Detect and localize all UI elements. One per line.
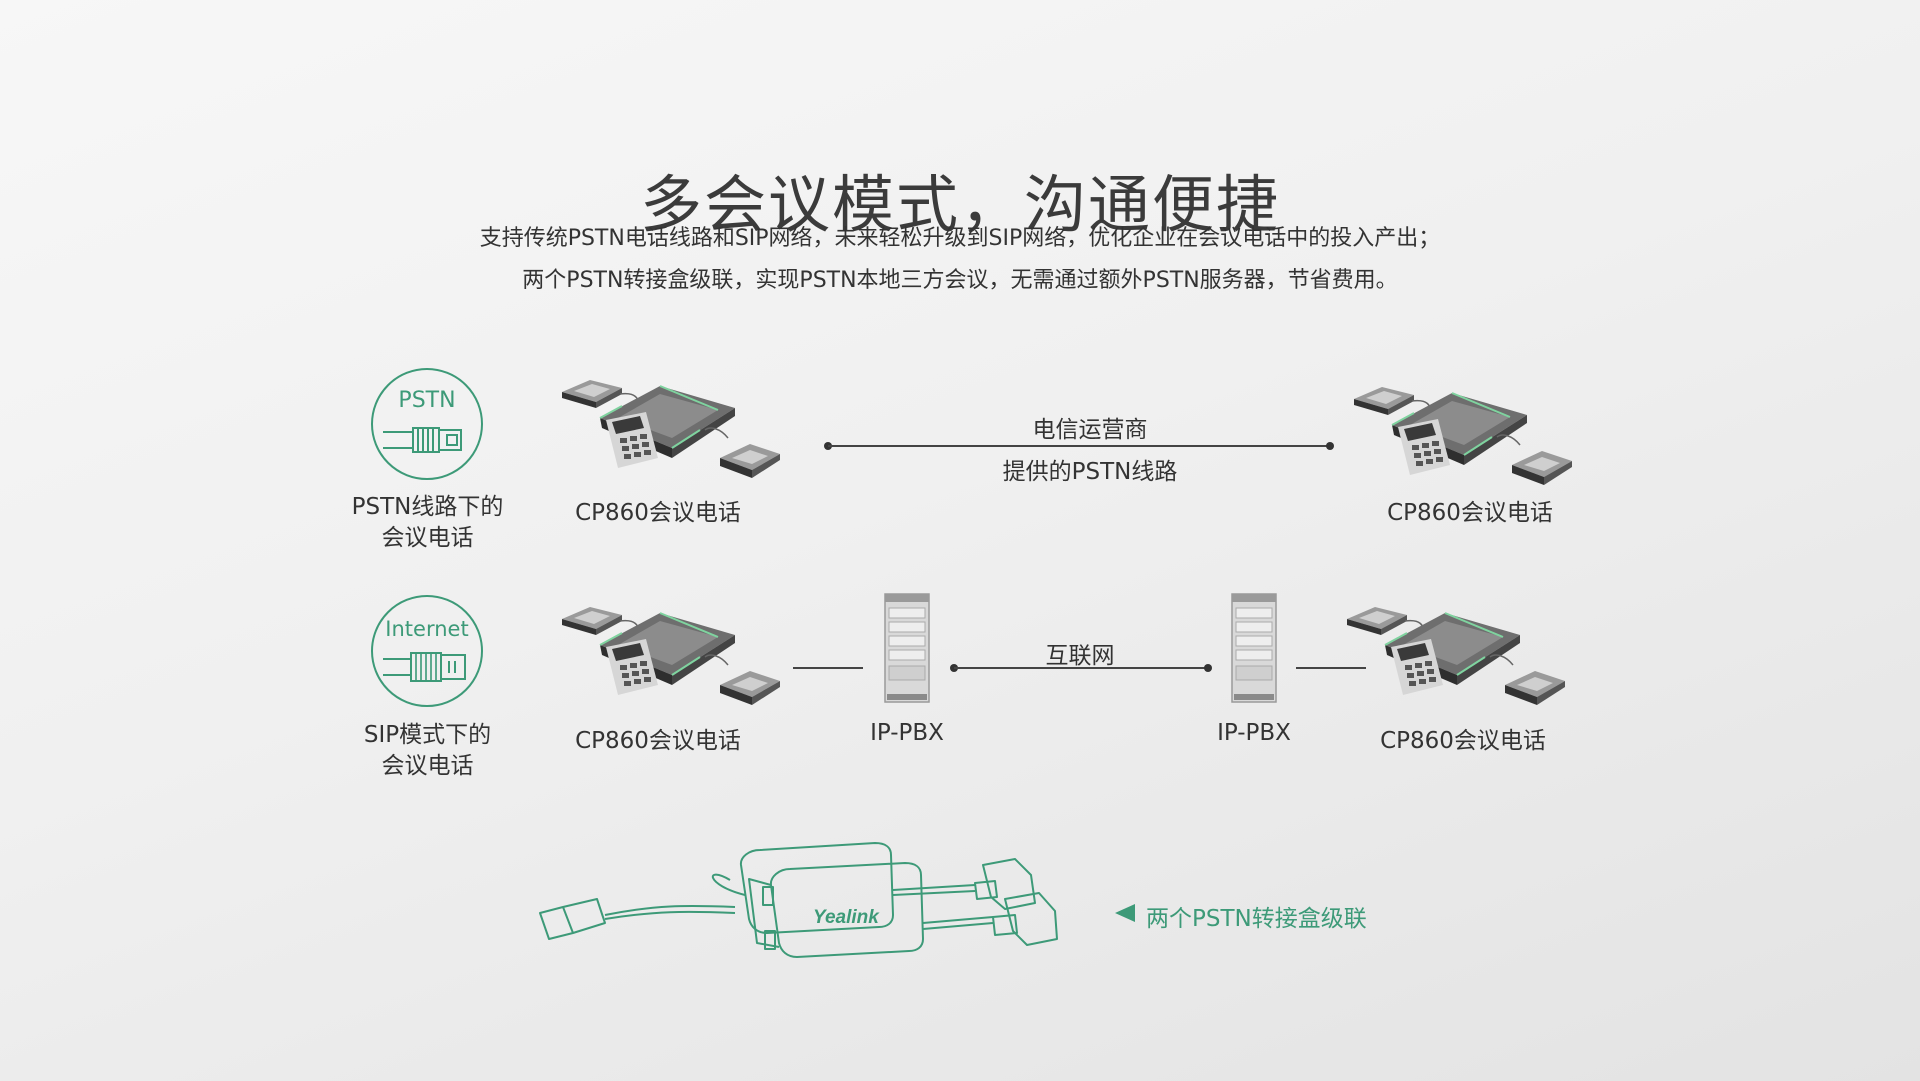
- left-ip-pbx-server-icon: [883, 592, 931, 704]
- sip-right-phone-icon: [1345, 605, 1565, 715]
- sip-left-phone-icon: [560, 605, 780, 715]
- pstn-mode-label-line1: PSTN线路下的: [351, 494, 504, 520]
- sip-left-short-line: [793, 667, 863, 669]
- triangle-pointer-icon: [1115, 904, 1135, 922]
- rj45-plug-icon: [383, 652, 466, 682]
- pstn-right-phone-label: CP860会议电话: [1387, 500, 1553, 526]
- sip-right-short-line: [1296, 667, 1366, 669]
- internet-link-label: 互联网: [1045, 643, 1115, 669]
- sip-mode-label-line1: SIP模式下的: [363, 722, 492, 748]
- pstn-link-end-dot: [1326, 442, 1334, 450]
- internet-badge: Internet: [371, 595, 483, 707]
- left-ip-pbx-label: IP-PBX: [870, 720, 944, 746]
- pstn-link-top-label: 电信运营商: [1032, 417, 1148, 443]
- pstn-left-phone-label: CP860会议电话: [575, 500, 741, 526]
- cascade-caption: 两个PSTN转接盒级联: [1146, 906, 1367, 932]
- pstn-left-phone-icon: [560, 378, 780, 488]
- right-ip-pbx-label: IP-PBX: [1217, 720, 1291, 746]
- internet-link-line: [954, 667, 1208, 669]
- description-line-1: 支持传统PSTN电话线路和SIP网络，未来轻松升级到SIP网络，优化企业在会议电…: [479, 226, 1441, 251]
- sip-mode-label: SIP模式下的 会议电话: [325, 720, 530, 782]
- pstn-link-bottom-label: 提供的PSTN线路: [1002, 459, 1178, 485]
- pstn-right-phone-icon: [1352, 385, 1572, 495]
- pstn-adapter-cascade-illustration: Yealink: [539, 842, 1058, 958]
- sip-right-phone-label: CP860会议电话: [1380, 728, 1546, 754]
- internet-badge-label: Internet: [385, 617, 469, 641]
- page-title: 多会议模式，沟通便捷: [639, 167, 1280, 241]
- internet-link-end-dot: [1204, 664, 1212, 672]
- sip-mode-label-line2: 会议电话: [381, 753, 474, 779]
- right-ip-pbx-server-icon: [1230, 592, 1278, 704]
- pstn-link-line: [828, 445, 1330, 447]
- pstn-mode-label-line2: 会议电话: [381, 525, 474, 551]
- sip-left-phone-label: CP860会议电话: [575, 728, 741, 754]
- pstn-badge: PSTN: [371, 368, 483, 480]
- rj11-plug-icon: [383, 427, 462, 453]
- pstn-mode-label: PSTN线路下的 会议电话: [325, 492, 530, 554]
- description-line-2: 两个PSTN转接盒级联，实现PSTN本地三方会议，无需通过额外PSTN服务器，节…: [522, 268, 1398, 293]
- pstn-badge-label: PSTN: [398, 388, 456, 413]
- yealink-brand-logo: Yealink: [813, 907, 880, 928]
